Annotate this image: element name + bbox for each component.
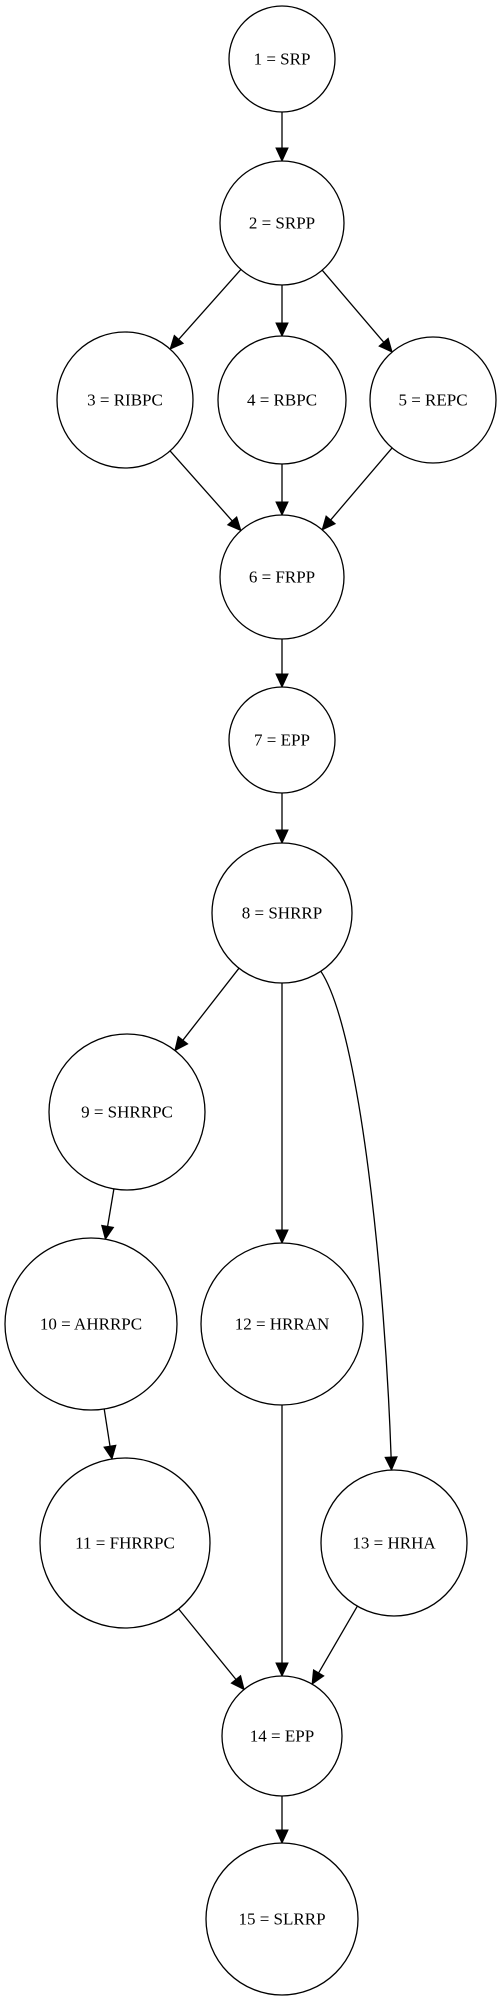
- node-circle: [56, 331, 194, 469]
- arrowhead-icon: [321, 515, 337, 531]
- edge-line: [182, 967, 240, 1041]
- arrowhead-icon: [275, 1829, 289, 1845]
- arrowhead-icon: [275, 673, 289, 689]
- node-label: 15 = SLRRP: [238, 1910, 325, 1929]
- node-label: 9 = SHRRPC: [81, 1103, 173, 1122]
- node-n6: 6 = FRPP: [219, 514, 345, 640]
- edge-n4-n6: [275, 464, 289, 517]
- node-n9: 9 = SHRRPC: [48, 1033, 206, 1191]
- edge-line: [318, 1605, 358, 1674]
- node-n5: 5 = REPC: [369, 336, 497, 464]
- node-label: 1 = SRP: [254, 50, 311, 69]
- node-n3: 3 = RIBPC: [56, 331, 194, 469]
- node-circle: [320, 1469, 468, 1617]
- edge-n2-n4: [275, 285, 289, 338]
- arrowhead-icon: [275, 501, 289, 517]
- edge-n1-n2: [275, 112, 289, 163]
- node-label: 12 = HRRAN: [235, 1315, 330, 1334]
- node-n11: 11 = FHRRPC: [39, 1457, 211, 1629]
- edge-n3-n6: [169, 450, 242, 532]
- edge-n12-n14: [275, 1405, 289, 1678]
- edge-n9-n10: [101, 1188, 115, 1241]
- arrowhead-icon: [103, 1444, 117, 1461]
- node-label: 13 = HRHA: [352, 1534, 436, 1553]
- arrowhead-icon: [226, 516, 242, 532]
- node-n13: 13 = HRHA: [320, 1469, 468, 1617]
- node-n12: 12 = HRRAN: [200, 1242, 364, 1406]
- edge-n11-n14: [178, 1608, 245, 1691]
- edges-layer: [101, 112, 398, 1845]
- edge-n8-n13: [320, 970, 398, 1472]
- edge-line: [106, 1188, 115, 1227]
- edge-line: [178, 268, 242, 340]
- arrowhead-icon: [275, 1229, 289, 1245]
- node-label: 6 = FRPP: [249, 568, 315, 587]
- edge-n7-n8: [275, 793, 289, 845]
- node-label: 5 = REPC: [398, 391, 467, 410]
- node-circle: [39, 1457, 211, 1629]
- edge-n13-n14: [311, 1605, 358, 1686]
- node-circle: [219, 514, 345, 640]
- node-circle: [219, 160, 345, 286]
- arrowhead-icon: [101, 1224, 115, 1241]
- node-n4: 4 = RBPC: [217, 335, 347, 465]
- edge-n14-n15: [275, 1796, 289, 1845]
- node-label: 4 = RBPC: [247, 391, 317, 410]
- node-n14: 14 = EPP: [221, 1675, 343, 1797]
- edge-n8-n12: [275, 983, 289, 1245]
- edge-line: [330, 447, 393, 521]
- node-circle: [48, 1033, 206, 1191]
- node-circle: [228, 5, 336, 113]
- node-circle: [369, 336, 497, 464]
- edge-n10-n11: [103, 1408, 117, 1461]
- edge-line: [321, 269, 385, 343]
- node-n10: 10 = AHRRPC: [4, 1237, 178, 1411]
- node-n2: 2 = SRPP: [219, 160, 345, 286]
- arrowhead-icon: [174, 1035, 189, 1052]
- edge-n5-n6: [321, 447, 393, 531]
- arrowhead-icon: [275, 829, 289, 845]
- node-n8: 8 = SHRRP: [211, 842, 353, 984]
- node-n15: 15 = SLRRP: [205, 1842, 359, 1996]
- node-circle: [200, 1242, 364, 1406]
- edge-line: [169, 450, 233, 522]
- arrowhead-icon: [275, 322, 289, 338]
- edge-line: [178, 1608, 237, 1680]
- node-circle: [217, 335, 347, 465]
- arrowhead-icon: [384, 1456, 398, 1472]
- edge-line: [103, 1408, 111, 1447]
- node-label: 10 = AHRRPC: [40, 1315, 142, 1334]
- arrowhead-icon: [311, 1668, 325, 1686]
- edge-n2-n3: [169, 268, 242, 350]
- arrowhead-icon: [230, 1674, 245, 1691]
- node-label: 7 = EPP: [254, 731, 310, 750]
- node-label: 3 = RIBPC: [87, 391, 163, 410]
- node-label: 8 = SHRRP: [242, 904, 322, 923]
- arrowhead-icon: [169, 334, 185, 350]
- edge-n2-n5: [321, 269, 393, 354]
- arrowhead-icon: [378, 337, 393, 354]
- node-circle: [228, 686, 336, 794]
- edge-line: [320, 970, 392, 1458]
- node-circle: [211, 842, 353, 984]
- node-n7: 7 = EPP: [228, 686, 336, 794]
- node-circle: [4, 1237, 178, 1411]
- arrowhead-icon: [275, 147, 289, 163]
- arrowhead-icon: [275, 1662, 289, 1678]
- node-label: 14 = EPP: [250, 1727, 314, 1746]
- node-circle: [205, 1842, 359, 1996]
- edge-n6-n7: [275, 639, 289, 689]
- edge-n8-n9: [174, 967, 240, 1052]
- node-label: 11 = FHRRPC: [75, 1534, 175, 1553]
- node-circle: [221, 1675, 343, 1797]
- node-n1: 1 = SRP: [228, 5, 336, 113]
- nodes-layer: 1 = SRP 2 = SRPP 3 = RIBPC 4 = RBPC 5 = REPC…: [4, 5, 497, 1996]
- node-label: 2 = SRPP: [249, 214, 315, 233]
